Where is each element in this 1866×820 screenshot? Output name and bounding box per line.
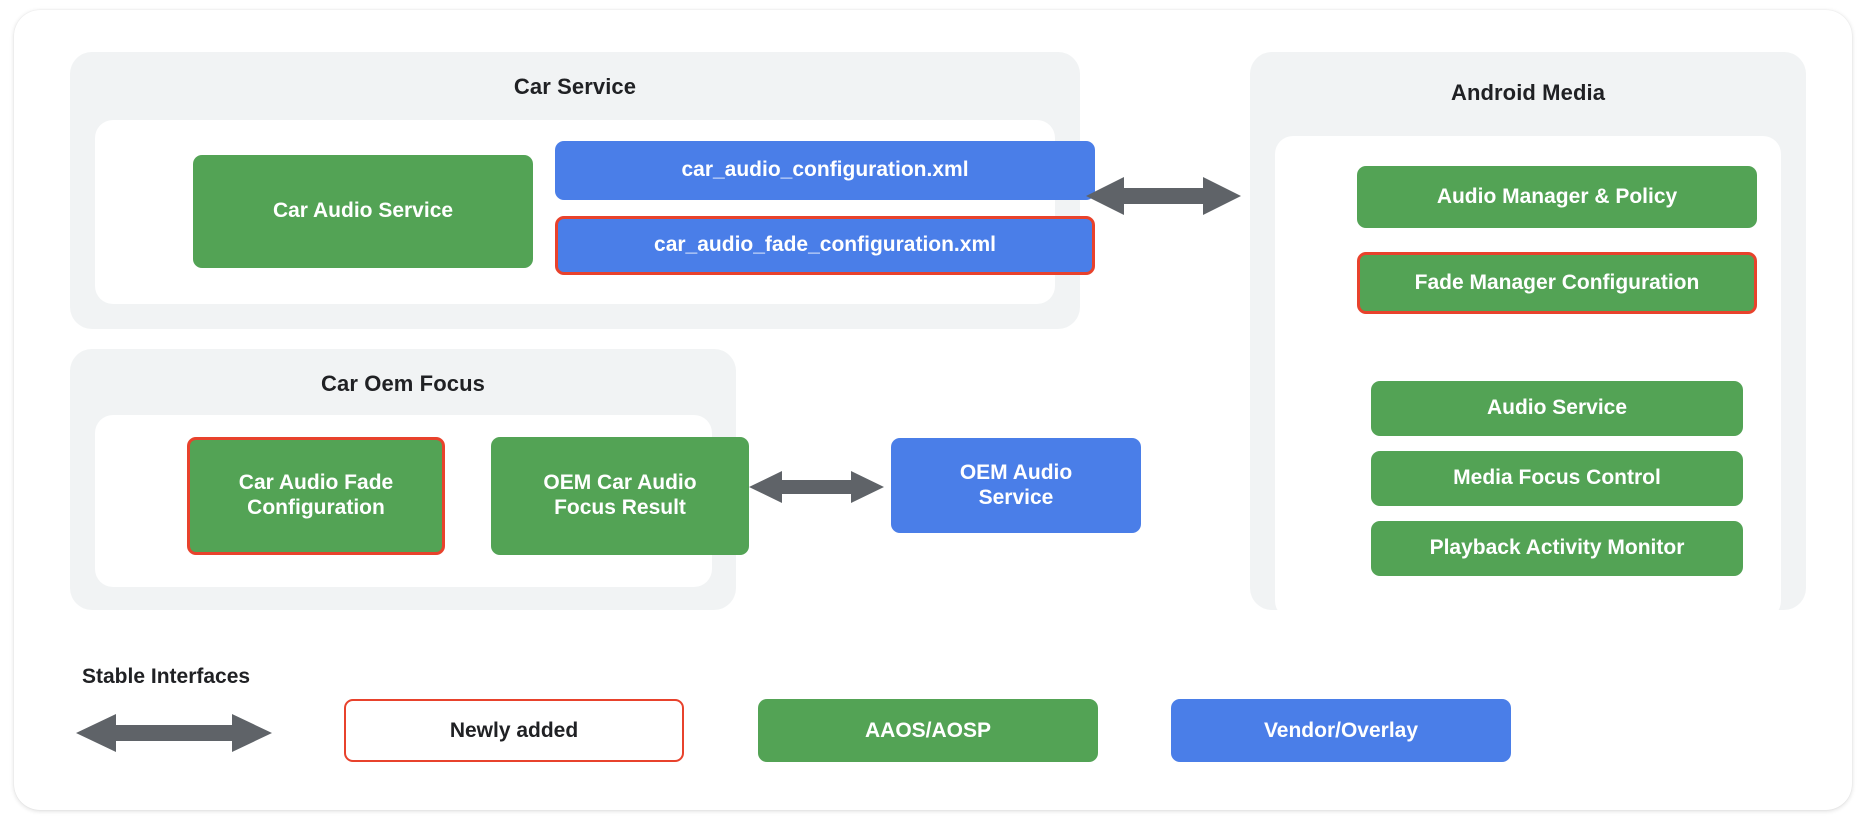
node-oem-audio-service[interactable]: OEM Audio Service: [891, 438, 1141, 533]
panel-android-media: Android Media Audio Manager & Policy Fad…: [1250, 52, 1806, 619]
legend-item-aaos-aosp[interactable]: AAOS/AOSP: [758, 699, 1098, 762]
arrow-car-oem-focus-to-oem-audio-service: [749, 469, 884, 505]
node-car-audio-configuration-xml-label: car_audio_configuration.xml: [681, 158, 969, 182]
legend-title: Stable Interfaces: [82, 665, 251, 688]
node-playback-activity-monitor-label: Playback Activity Monitor: [1429, 536, 1685, 560]
panel-android-media-inner: Audio Manager & Policy Fade Manager Conf…: [1275, 136, 1781, 619]
arrow-car-service-to-android-media: [1086, 175, 1241, 217]
legend-item-vendor-overlay[interactable]: Vendor/Overlay: [1171, 699, 1511, 762]
panel-android-media-title: Android Media: [1450, 80, 1606, 105]
node-audio-service-label: Audio Service: [1486, 396, 1628, 420]
node-car-audio-service-label: Car Audio Service: [272, 199, 454, 223]
node-media-focus-control-label: Media Focus Control: [1453, 466, 1661, 490]
node-fade-manager-configuration[interactable]: Fade Manager Configuration: [1357, 252, 1757, 314]
panel-car-service-title: Car Service: [513, 74, 637, 99]
node-audio-manager-policy[interactable]: Audio Manager & Policy: [1357, 166, 1757, 228]
node-audio-service[interactable]: Audio Service: [1371, 381, 1743, 436]
panel-car-oem-focus-inner: Car Audio Fade Configuration OEM Car Aud…: [95, 415, 749, 587]
legend-item-newly-added[interactable]: Newly added: [344, 699, 684, 762]
legend-stable-interfaces-arrow: [76, 712, 272, 754]
node-car-audio-fade-configuration[interactable]: Car Audio Fade Configuration: [187, 437, 445, 555]
panel-car-service: Car Service Car Audio Service car_audio_…: [70, 52, 1095, 329]
panel-car-service-inner: Car Audio Service car_audio_configuratio…: [95, 120, 1095, 304]
legend-item-aaos-aosp-label: AAOS/AOSP: [864, 718, 992, 742]
node-oem-car-audio-focus-result-label: OEM Car Audio Focus Result: [543, 471, 697, 519]
node-car-audio-fade-configuration-xml-label: car_audio_fade_configuration.xml: [654, 233, 996, 257]
diagram-page-card: Car Service Car Audio Service car_audio_…: [14, 10, 1852, 810]
node-car-audio-configuration-xml[interactable]: car_audio_configuration.xml: [555, 141, 1095, 200]
node-car-audio-fade-configuration-label: Car Audio Fade Configuration: [238, 471, 394, 519]
node-oem-car-audio-focus-result[interactable]: OEM Car Audio Focus Result: [491, 437, 749, 555]
node-playback-activity-monitor[interactable]: Playback Activity Monitor: [1371, 521, 1743, 576]
node-car-audio-fade-configuration-xml[interactable]: car_audio_fade_configuration.xml: [555, 216, 1095, 275]
node-fade-manager-configuration-label: Fade Manager Configuration: [1414, 270, 1700, 294]
panel-car-oem-focus-title: Car Oem Focus: [321, 371, 485, 396]
legend-item-newly-added-label: Newly added: [449, 718, 579, 742]
node-car-audio-service[interactable]: Car Audio Service: [193, 155, 533, 268]
node-media-focus-control[interactable]: Media Focus Control: [1371, 451, 1743, 506]
node-oem-audio-service-label: OEM Audio Service: [959, 460, 1073, 509]
node-audio-manager-policy-label: Audio Manager & Policy: [1436, 184, 1678, 208]
legend-item-vendor-overlay-label: Vendor/Overlay: [1263, 718, 1419, 742]
panel-car-oem-focus: Car Oem Focus Car Audio Fade Configurati…: [70, 349, 749, 610]
